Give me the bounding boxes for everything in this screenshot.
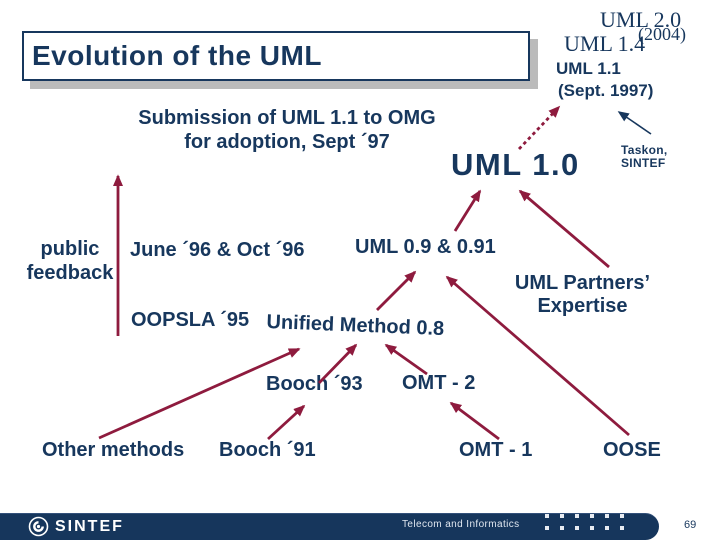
label-oose: OOSE [603, 439, 661, 461]
label-booch-93: Booch ´93 [266, 373, 363, 395]
label-omt-1: OMT - 1 [459, 439, 533, 461]
arrow-omt1-to-omt2 [449, 401, 500, 441]
footer-dot [620, 526, 624, 530]
arrow-omt2-to-unified [384, 343, 428, 376]
sintef-logo-text: SINTEF [55, 517, 124, 535]
footer-bar [0, 513, 659, 540]
arrow-taskon-to-uml11 [617, 111, 652, 135]
arrow-booch91-to-booch93 [267, 404, 306, 441]
footer-dot [560, 514, 564, 518]
label-uml-0-9: UML 0.9 & 0.91 [355, 236, 496, 258]
footer-dot [590, 526, 594, 530]
taskon-note: Taskon, SINTEF [621, 144, 668, 170]
label-uml-1-1: UML 1.1 [556, 59, 621, 78]
label-unified-method: Unified Method 0.8 [266, 310, 445, 341]
footer-department: Telecom and Informatics [402, 519, 520, 530]
footer-dots [545, 514, 624, 530]
taskon-line1: Taskon, [621, 143, 668, 157]
footer-dot [605, 514, 609, 518]
submission-line2: for adoption, Sept ´97 [184, 131, 390, 153]
label-uml-2-0: UML 2.0 [600, 7, 682, 32]
arrow-uml09-to-uml10 [453, 189, 482, 232]
submission-note: Submission of UML 1.1 to OMG for adoptio… [117, 106, 457, 154]
label-uml-1-1-date: (Sept. 1997) [558, 81, 654, 100]
arrow-partners-to-uml10 [518, 189, 610, 269]
slide-title: Evolution of the UML [32, 40, 322, 71]
footer-dot [545, 514, 549, 518]
public-feedback-line2: feedback [26, 262, 114, 284]
uml-partners-line1: UML Partners’ [514, 272, 651, 294]
public-feedback-note: public feedback [10, 237, 130, 285]
slide-title-box: Evolution of the UML [22, 31, 530, 81]
uml-partners-line2: Expertise [537, 295, 628, 317]
label-uml-1-4: UML 1.4 [564, 31, 646, 56]
footer-dot [590, 514, 594, 518]
label-oopsla-95: OOPSLA ´95 [131, 309, 250, 331]
sintef-spiral-icon [28, 516, 49, 537]
arrow-unified-to-uml09 [376, 270, 417, 311]
footer-dot [620, 514, 624, 518]
label-omt-2: OMT - 2 [402, 372, 476, 394]
submission-line1: Submission of UML 1.1 to OMG [138, 107, 436, 129]
taskon-line2: SINTEF [621, 156, 666, 170]
footer-dot [560, 526, 564, 530]
footer-dot [605, 526, 609, 530]
page-number: 69 [684, 519, 697, 531]
label-june-oct-96: June ´96 & Oct ´96 [130, 239, 305, 261]
label-other-methods: Other methods [42, 439, 185, 461]
public-feedback-line1: public [40, 238, 100, 260]
footer-dot [575, 526, 579, 530]
arrow-uml10-to-uml11-dashed [517, 105, 561, 150]
footer-dot [575, 514, 579, 518]
uml-partners-note: UML Partners’ Expertise [495, 272, 670, 318]
footer-dot [545, 526, 549, 530]
label-uml-2-0-year: (2004) [638, 24, 686, 44]
label-booch-91: Booch ´91 [219, 439, 316, 461]
sintef-logo: SINTEF [28, 516, 124, 537]
label-uml-1-0: UML 1.0 [451, 147, 580, 182]
